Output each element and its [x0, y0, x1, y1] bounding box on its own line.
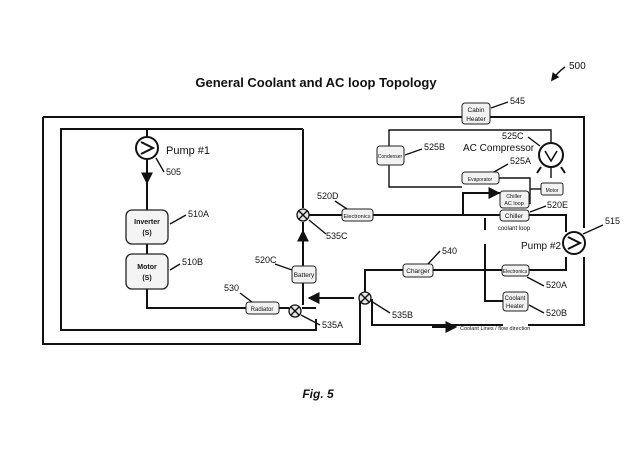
radiator-ref: 530 — [224, 283, 239, 293]
valve-535b-leader — [371, 301, 390, 313]
motor-ref: 510B — [182, 257, 203, 267]
cabin-heater-sublabel: Heater — [466, 116, 486, 123]
pump1-ref: 505 — [166, 167, 181, 177]
evaporator-leader — [494, 164, 508, 172]
electronics-a-label: Electronics — [503, 269, 528, 275]
radiator-label: Radiator — [251, 307, 274, 313]
valve-535c — [297, 209, 309, 221]
inner-loop-line — [61, 129, 316, 330]
compressor-motor-label: Motor — [546, 188, 559, 194]
figure-label: Fig. 5 — [302, 387, 334, 401]
inverter-label: Inverter — [134, 219, 160, 226]
valve-535a-leader — [301, 315, 320, 325]
battery-label: Battery — [294, 272, 315, 279]
diagram-title: General Coolant and AC loop Topology — [195, 75, 437, 90]
radiator-leader — [240, 293, 252, 302]
motor-sublabel: (S) — [142, 275, 151, 282]
coolant-heater-ref: 520B — [546, 308, 567, 318]
evaporator-ref: 525A — [510, 156, 531, 166]
motor-box — [126, 254, 168, 289]
chiller-coolant-label: Chiller — [505, 213, 524, 220]
evaporator-label: Evaporator — [468, 177, 493, 183]
electronics-d-leader — [335, 201, 347, 209]
coolant-heater-label: Coolant — [505, 296, 526, 302]
inverter-ref: 510A — [188, 209, 209, 219]
pump2-ref: 515 — [605, 216, 620, 226]
charger-ref: 540 — [442, 246, 457, 256]
valve-535b — [359, 292, 371, 304]
electronics-a-ref: 520A — [546, 280, 567, 290]
chiller-ac-label: Chiller — [506, 194, 522, 200]
charger-label: Charger — [406, 268, 430, 275]
pump2-leader — [583, 225, 603, 234]
inverter-box — [126, 210, 168, 244]
coolant-heater-sublabel: Heater — [506, 304, 524, 310]
valve-535b-ref: 535B — [392, 310, 413, 320]
battery-ref: 520C — [255, 255, 277, 265]
valve-535a — [289, 305, 301, 317]
inverter-sublabel: (S) — [142, 230, 151, 237]
chiller-coolant-sublabel: coolant loop — [498, 226, 531, 232]
pump2-label: Pump #2 — [521, 241, 561, 252]
condenser-ref: 525B — [424, 142, 445, 152]
condenser-leader — [405, 149, 422, 155]
ac-compressor-label: AC Compressor — [463, 143, 535, 154]
charger-leader — [428, 251, 440, 264]
chiller-coolant-ref: 520E — [547, 200, 568, 210]
cabin-heater-label: Cabin — [468, 107, 485, 114]
chiller-ac-sublabel: AC loop — [504, 201, 524, 207]
valve-535a-ref: 535A — [322, 320, 343, 330]
battery-leader — [275, 264, 292, 270]
inverter-leader — [170, 215, 186, 224]
legend-label: Coolant Lines / flow direction — [460, 326, 530, 332]
pump1-leader — [156, 158, 164, 172]
condenser-label: Condenser — [378, 154, 403, 160]
cabin-heater-ref: 545 — [510, 96, 525, 106]
valve-535c-leader — [309, 220, 326, 234]
electronics-d-label: Electronics — [344, 214, 371, 220]
coolant-heater-leader — [529, 305, 544, 313]
electronics-a-leader — [527, 277, 544, 286]
coolant-heater-link — [485, 270, 503, 301]
pump1-label: Pump #1 — [166, 145, 210, 157]
chiller-coolant-leader — [530, 206, 546, 212]
figure-ref-label: 500 — [569, 61, 586, 72]
ac-compressor-ref: 525C — [502, 131, 524, 141]
electronics-d-ref: 520D — [317, 191, 339, 201]
cabin-heater-leader — [491, 102, 508, 108]
motor-label: Motor — [137, 264, 157, 271]
valve-535c-ref: 535C — [326, 231, 348, 241]
motor-leader — [170, 264, 180, 270]
figure-ref-arrow — [552, 67, 565, 80]
pump2-to-chiller-line — [529, 215, 566, 232]
